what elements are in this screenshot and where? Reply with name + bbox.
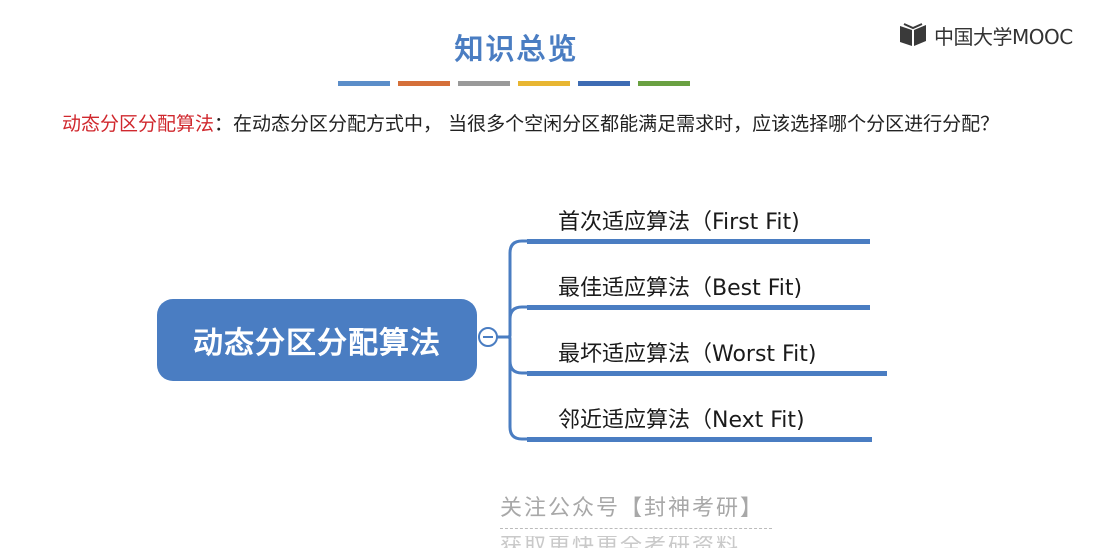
branch-underline — [527, 305, 870, 310]
title-bar-segment — [338, 81, 390, 86]
logo: 中国大学MOOC — [898, 20, 1073, 50]
branch-connector — [496, 335, 530, 375]
branch-underline — [527, 371, 887, 376]
title-bar-segment — [638, 81, 690, 86]
branch-underline — [527, 437, 872, 442]
branch-label: 最坏适应算法（Worst Fit) — [558, 342, 817, 367]
watermark-divider — [500, 528, 772, 529]
watermark-text-cut: 获取更快更全考研资料 — [500, 536, 740, 548]
intro-text: 在动态分区分配方式中， 当很多个空闲分区都能满足需求时，应该选择哪个分区进行分配… — [233, 113, 1000, 135]
branch-label: 最佳适应算法（Best Fit) — [558, 276, 803, 301]
central-node-label: 动态分区分配算法 — [193, 326, 441, 361]
title-bar-segment — [398, 81, 450, 86]
title-bar-segment — [518, 81, 570, 86]
branch-connector — [496, 305, 530, 339]
intro-term: 动态分区分配算法 — [62, 113, 215, 135]
page-title: 知识总览 — [454, 32, 579, 66]
branch-connector — [496, 335, 530, 441]
title-bar-segment — [458, 81, 510, 86]
title-bar-segment — [578, 81, 630, 86]
branch-label: 邻近适应算法（Next Fit) — [558, 408, 805, 433]
watermark-text: 关注公众号【封神考研】 — [500, 496, 765, 521]
mooc-book-icon — [898, 22, 928, 48]
collapse-button[interactable] — [478, 327, 498, 347]
central-node[interactable]: 动态分区分配算法 — [157, 299, 477, 381]
intro-separator: ： — [214, 113, 234, 135]
minus-icon — [483, 336, 493, 338]
branch-label: 首次适应算法（First Fit) — [558, 210, 800, 235]
branch-connector — [496, 239, 530, 339]
logo-text: 中国大学MOOC — [934, 24, 1073, 49]
intro-paragraph: 动态分区分配算法：在动态分区分配方式中， 当很多个空闲分区都能满足需求时，应该选… — [62, 109, 1022, 139]
branch-underline — [527, 239, 870, 244]
